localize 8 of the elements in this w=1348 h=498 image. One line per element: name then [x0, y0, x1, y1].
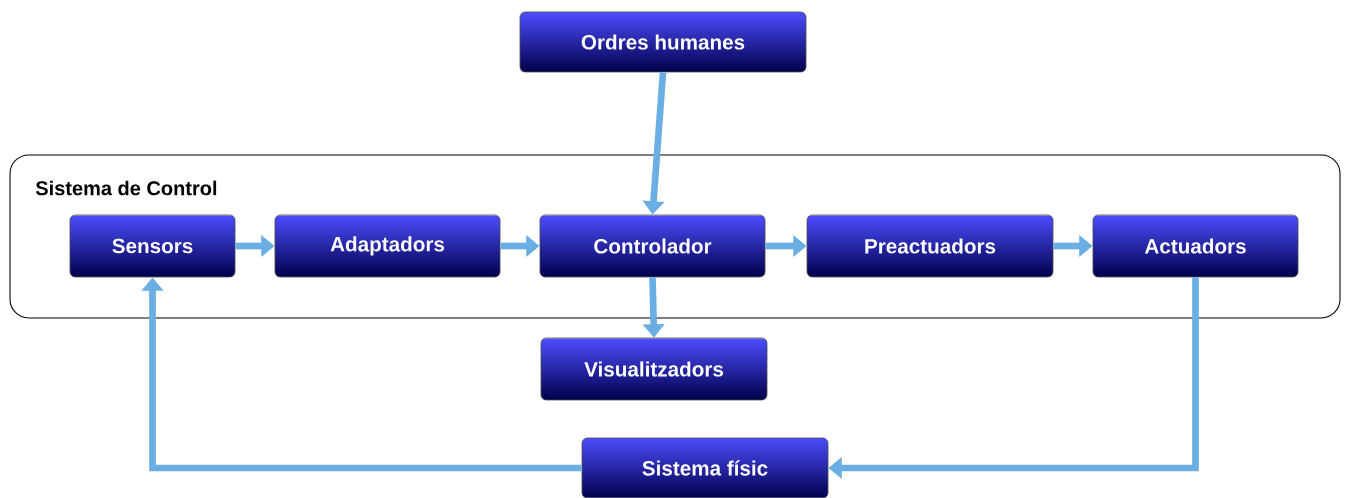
process-box: Preactuadors	[806, 214, 1054, 278]
process-box: Ordres humanes	[519, 11, 807, 73]
process-box: Sensors	[69, 214, 236, 278]
process-box: Visualitzadors	[540, 337, 768, 401]
process-box: Controlador	[539, 214, 766, 278]
process-box: Actuadors	[1092, 214, 1299, 278]
process-box: Sistema físic	[581, 437, 829, 498]
process-box: Adaptadors	[274, 214, 501, 278]
